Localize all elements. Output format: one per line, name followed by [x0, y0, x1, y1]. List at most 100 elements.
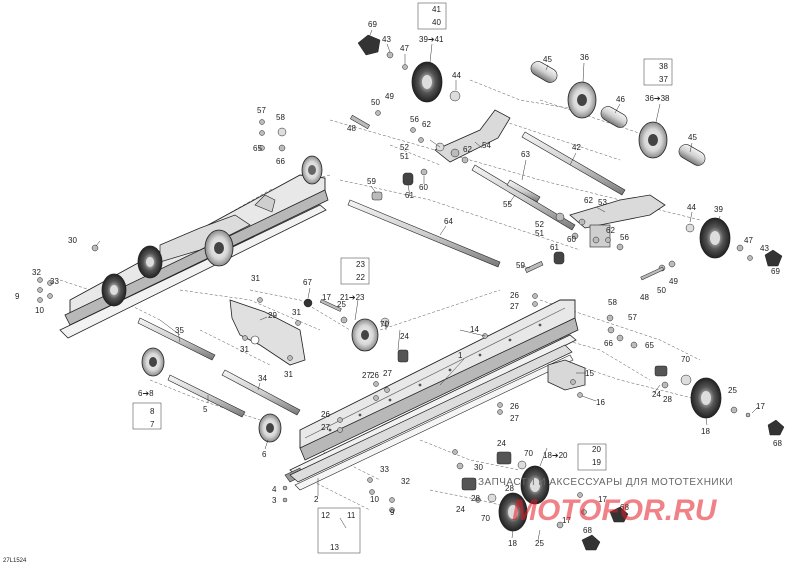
bogie-wheel-36-top: [567, 81, 597, 119]
label-22: 22: [356, 273, 365, 282]
label-2: 2: [314, 495, 319, 504]
label-28: 28: [663, 395, 672, 404]
label-49-b: 49: [669, 277, 678, 286]
label-53: 53: [598, 198, 607, 207]
label-5: 5: [203, 405, 208, 414]
label-38: 38: [659, 62, 668, 71]
label-62-b: 62: [463, 145, 472, 154]
label-18-b: 18: [508, 539, 517, 548]
label-68-c: 68: [583, 526, 592, 535]
label-32: 32: [32, 268, 41, 277]
bogie-wheel-39-right: [699, 217, 731, 259]
label-35: 35: [175, 326, 184, 335]
label-50-b: 50: [657, 286, 666, 295]
label-46: 46: [616, 95, 625, 104]
label-47-b: 47: [744, 236, 753, 245]
label-62-c: 62: [584, 196, 593, 205]
label-61-b: 61: [550, 243, 559, 252]
label-54: 54: [482, 141, 491, 150]
label-51: 51: [400, 152, 409, 161]
label-21-23: 21➔23: [340, 293, 365, 302]
label-27-d: 27: [321, 423, 330, 432]
bracket-15: [547, 359, 586, 391]
label-45: 45: [543, 55, 552, 64]
label-18: 18: [701, 427, 710, 436]
label-24: 24: [400, 332, 409, 341]
idler-wheel-21: [351, 318, 379, 352]
label-61: 61: [405, 191, 414, 200]
label-28-b: 28: [505, 484, 514, 493]
label-14: 14: [470, 325, 479, 334]
label-39-41: 39➔41: [419, 35, 444, 44]
label-10: 10: [35, 306, 44, 315]
label-56-b: 56: [620, 233, 629, 242]
label-48: 48: [347, 124, 356, 133]
label-42: 42: [572, 143, 581, 152]
label-6-8: 6➔8: [138, 389, 154, 398]
label-48-b: 48: [640, 293, 649, 302]
part-labels: 69 43 47 41 40 39➔41 45 36 38 37 36➔38 4…: [15, 5, 782, 552]
label-44-b: 44: [687, 203, 696, 212]
label-25-c: 25: [535, 539, 544, 548]
label-27-e: 27: [510, 414, 519, 423]
label-65-b: 65: [645, 341, 654, 350]
label-16: 16: [596, 398, 605, 407]
label-30: 30: [68, 236, 77, 245]
label-52-b: 52: [535, 220, 544, 229]
idler-wheel: [101, 273, 127, 307]
label-70: 70: [380, 320, 389, 329]
label-60: 60: [419, 183, 428, 192]
right-rail: [284, 299, 579, 483]
label-68: 68: [773, 439, 782, 448]
label-25-b: 25: [728, 386, 737, 395]
label-41: 41: [432, 5, 441, 14]
bogie-wheel-36-right: [638, 121, 668, 159]
diagram-code: 27L1524: [3, 558, 27, 564]
idler-wheel: [137, 245, 163, 279]
label-64: 64: [444, 217, 453, 226]
label-58-b: 58: [608, 298, 617, 307]
label-33-b: 33: [380, 465, 389, 474]
label-33: 33: [50, 277, 59, 286]
label-31: 31: [251, 274, 260, 283]
label-70-d: 70: [481, 514, 490, 523]
label-3: 3: [272, 496, 277, 505]
wheel-6-bottom: [258, 413, 282, 443]
label-50: 50: [371, 98, 380, 107]
label-57-b: 57: [628, 313, 637, 322]
label-34: 34: [258, 374, 267, 383]
label-4: 4: [272, 485, 277, 494]
label-17-c: 17: [598, 495, 607, 504]
wheel-18-bottom-a: [520, 465, 550, 505]
label-70-c: 70: [524, 449, 533, 458]
label-63: 63: [521, 150, 530, 159]
label-66: 66: [276, 157, 285, 166]
label-30-b: 30: [474, 463, 483, 472]
label-49: 49: [385, 92, 394, 101]
label-6: 6: [262, 450, 267, 459]
callout-boxes: [132, 2, 673, 554]
idler-wheel: [204, 229, 234, 267]
label-11: 11: [347, 511, 356, 520]
label-27-c: 27: [510, 302, 519, 311]
label-45-b: 45: [688, 133, 697, 142]
label-13: 13: [330, 543, 339, 552]
label-43: 43: [382, 35, 391, 44]
label-9-b: 9: [390, 508, 395, 517]
wheel-18-right: [690, 377, 722, 419]
label-37: 37: [659, 75, 668, 84]
label-19: 19: [592, 458, 601, 467]
label-59-b: 59: [516, 261, 525, 270]
label-39: 39: [714, 205, 723, 214]
label-29: 29: [268, 311, 277, 320]
label-43-b: 43: [760, 244, 769, 253]
label-36: 36: [580, 53, 589, 62]
label-7: 7: [150, 420, 155, 429]
label-24-c: 24: [497, 439, 506, 448]
label-8: 8: [150, 407, 155, 416]
label-66-b: 66: [604, 339, 613, 348]
wheels: [101, 61, 731, 532]
label-10-b: 10: [370, 495, 379, 504]
label-57: 57: [257, 106, 266, 115]
